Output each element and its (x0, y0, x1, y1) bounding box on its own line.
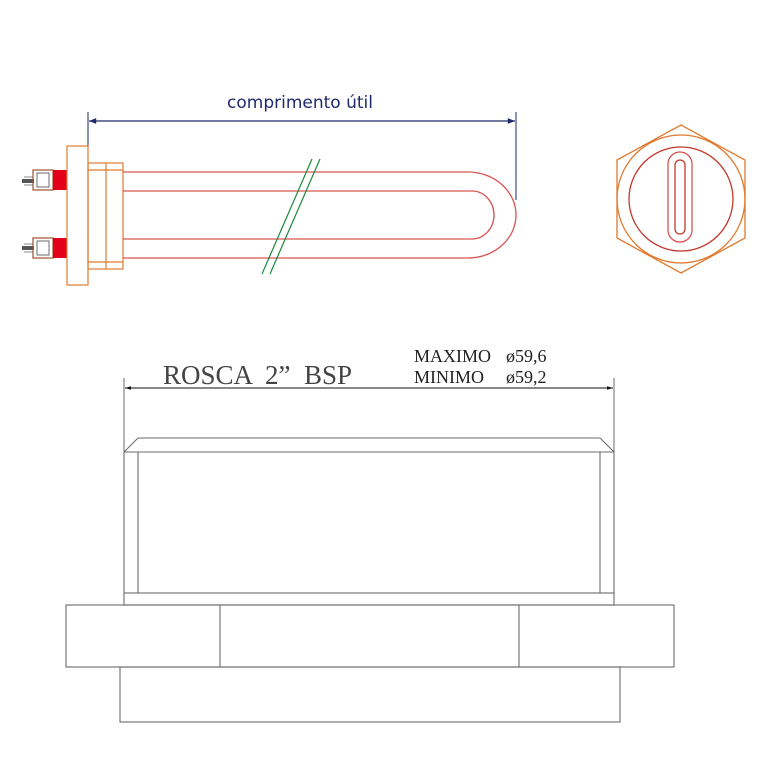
hex-flange-body (65, 604, 675, 723)
hex-end-view (616, 124, 746, 274)
heater-side-view: comprimento útil (22, 93, 517, 286)
length-dimension: comprimento útil (87, 93, 517, 200)
heating-element (123, 171, 517, 259)
hex-nut-outline (616, 124, 746, 274)
terminal-upper (22, 169, 67, 191)
max-value: ø59,6 (506, 346, 547, 366)
hex-outer-circle (616, 134, 746, 264)
break-lines (261, 158, 321, 275)
thread-detail-view: ROSCA 2” BSP MAXIMO ø59,6 MINIMO ø59,2 (65, 346, 675, 723)
thread-label: ROSCA 2” BSP (163, 360, 352, 390)
length-dimension-label: comprimento útil (227, 93, 373, 113)
min-value: ø59,2 (506, 367, 547, 387)
threaded-body (123, 437, 615, 606)
max-label: MAXIMO (414, 346, 491, 366)
hex-inner-circle (628, 146, 734, 252)
min-label: MINIMO (414, 367, 484, 387)
flange-plug (66, 145, 124, 286)
diameter-dimension (123, 378, 615, 452)
element-slot-outer (667, 151, 693, 243)
element-slot-inner (674, 159, 686, 235)
terminal-lower (22, 237, 67, 259)
